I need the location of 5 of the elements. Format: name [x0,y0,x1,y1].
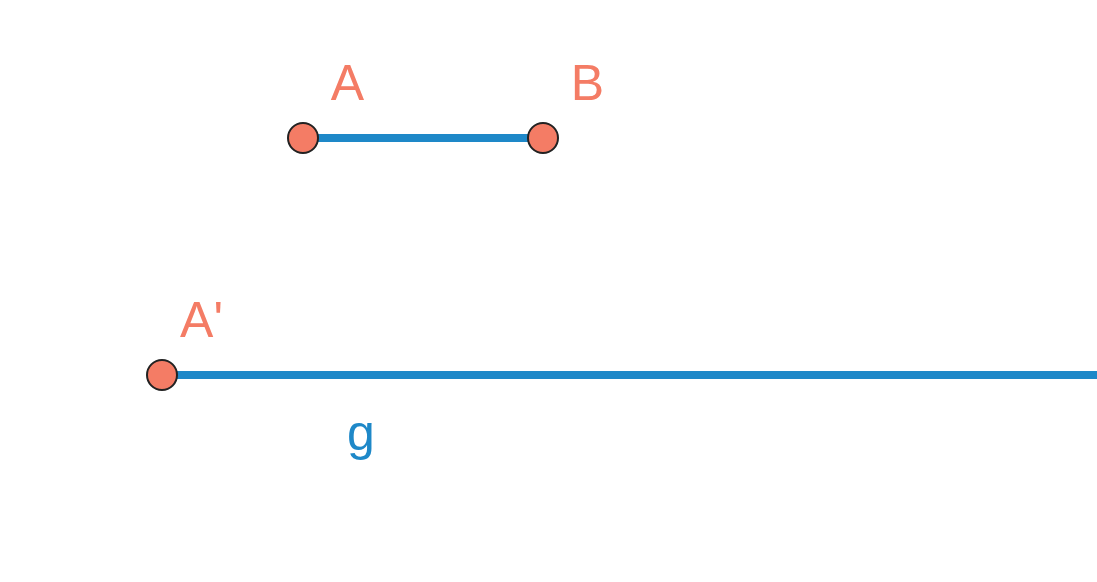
ray [177,371,1097,379]
point-label: A' [180,295,223,345]
line-segment [318,134,528,142]
point-label: B [570,58,604,108]
point-label: A [330,58,364,108]
